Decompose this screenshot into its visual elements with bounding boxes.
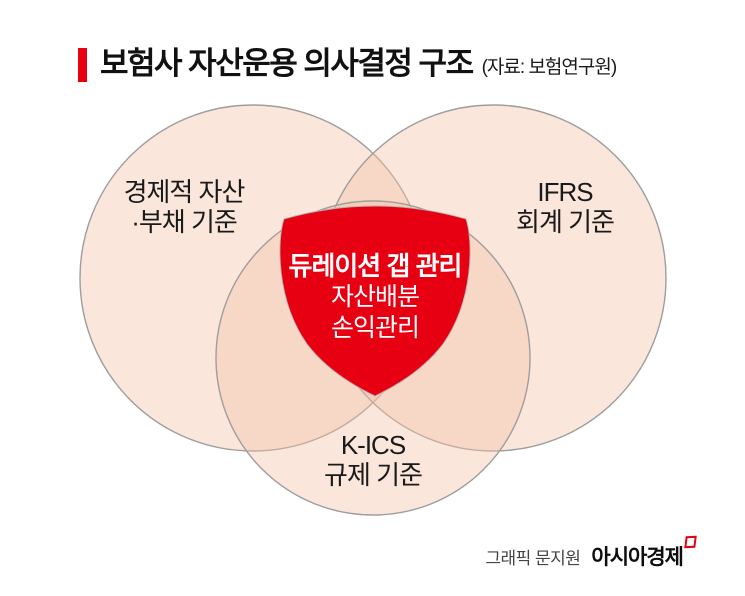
center-intersection-shape	[279, 205, 471, 397]
center-label-line3: 손익관리	[330, 314, 420, 342]
label-economic-line2: ·부채 기준	[131, 207, 238, 237]
label-kics-line1: K-ICS	[340, 430, 406, 460]
page-title: 보험사 자산운용 의사결정 구조	[100, 46, 474, 81]
title-accent-bar	[78, 48, 87, 82]
source-note: (자료: 보험연구원)	[481, 57, 618, 78]
center-label-line1: 듀레이션 갭 관리	[288, 251, 463, 281]
logo-mark-icon	[684, 535, 697, 549]
brand-text: 아시아경제	[591, 546, 684, 569]
label-economic: 경제적 자산 ·부채 기준	[64, 177, 304, 237]
header: 보험사 자산운용 의사결정 구조 (자료: 보험연구원)	[78, 46, 618, 82]
asia-economy-logo: 아시아경제	[591, 535, 697, 571]
footer: 그래픽 문지원 아시아경제	[485, 535, 697, 571]
label-center-intersection: 듀레이션 갭 관리 자산배분 손익관리	[245, 251, 505, 344]
graphic-credit: 그래픽 문지원	[485, 548, 581, 568]
label-ifrs-line2: 회계 기준	[516, 207, 615, 237]
label-ifrs-line1: IFRS	[537, 177, 593, 207]
label-kics-line2: 규제 기준	[324, 460, 423, 490]
label-kics: K-ICS 규제 기준	[253, 430, 493, 490]
label-ifrs: IFRS 회계 기준	[445, 177, 685, 237]
center-label-line2: 자산배분	[330, 283, 420, 311]
label-economic-line1: 경제적 자산	[123, 177, 246, 207]
